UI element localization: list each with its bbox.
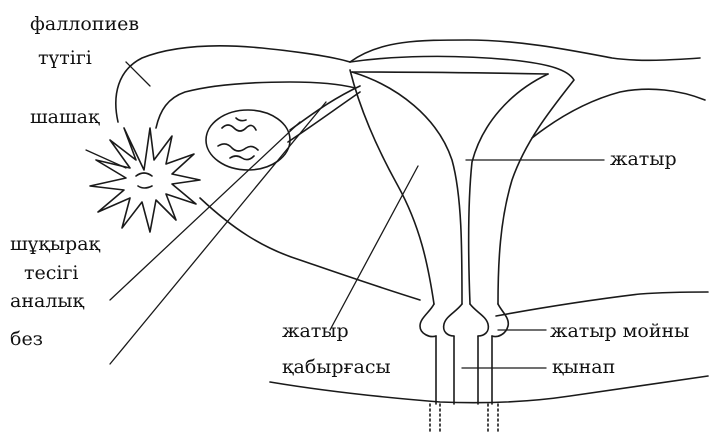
- cervix: [420, 304, 508, 337]
- fimbriae: [90, 128, 200, 232]
- label-uterus: жатыр: [610, 148, 677, 170]
- label-ovary-line2: без: [10, 328, 43, 350]
- label-fallopian-tube-line1: фаллопиев: [30, 13, 139, 35]
- vagina: [430, 336, 498, 432]
- uterus: [350, 56, 574, 304]
- pointer-uterine-wall: [330, 166, 418, 330]
- label-vagina: қынап: [552, 356, 615, 378]
- ovary: [206, 86, 360, 170]
- label-ovary-line1: аналық: [10, 290, 84, 312]
- label-ovulation-opening-line2: тесігі: [24, 262, 79, 284]
- pointer-fallopian-tube: [126, 62, 150, 86]
- pointer-ovary: [110, 122, 300, 300]
- fallopian-tube: [116, 46, 355, 128]
- label-cervix: жатыр мойны: [550, 320, 689, 342]
- label-fimbria: шашақ: [30, 106, 100, 128]
- label-uterine-wall-line2: қабырғасы: [282, 356, 391, 378]
- label-fallopian-tube-line2: түтігі: [38, 47, 92, 69]
- label-ovulation-opening-line1: шұқырақ: [10, 233, 100, 255]
- label-uterine-wall-line1: жатыр: [282, 320, 349, 342]
